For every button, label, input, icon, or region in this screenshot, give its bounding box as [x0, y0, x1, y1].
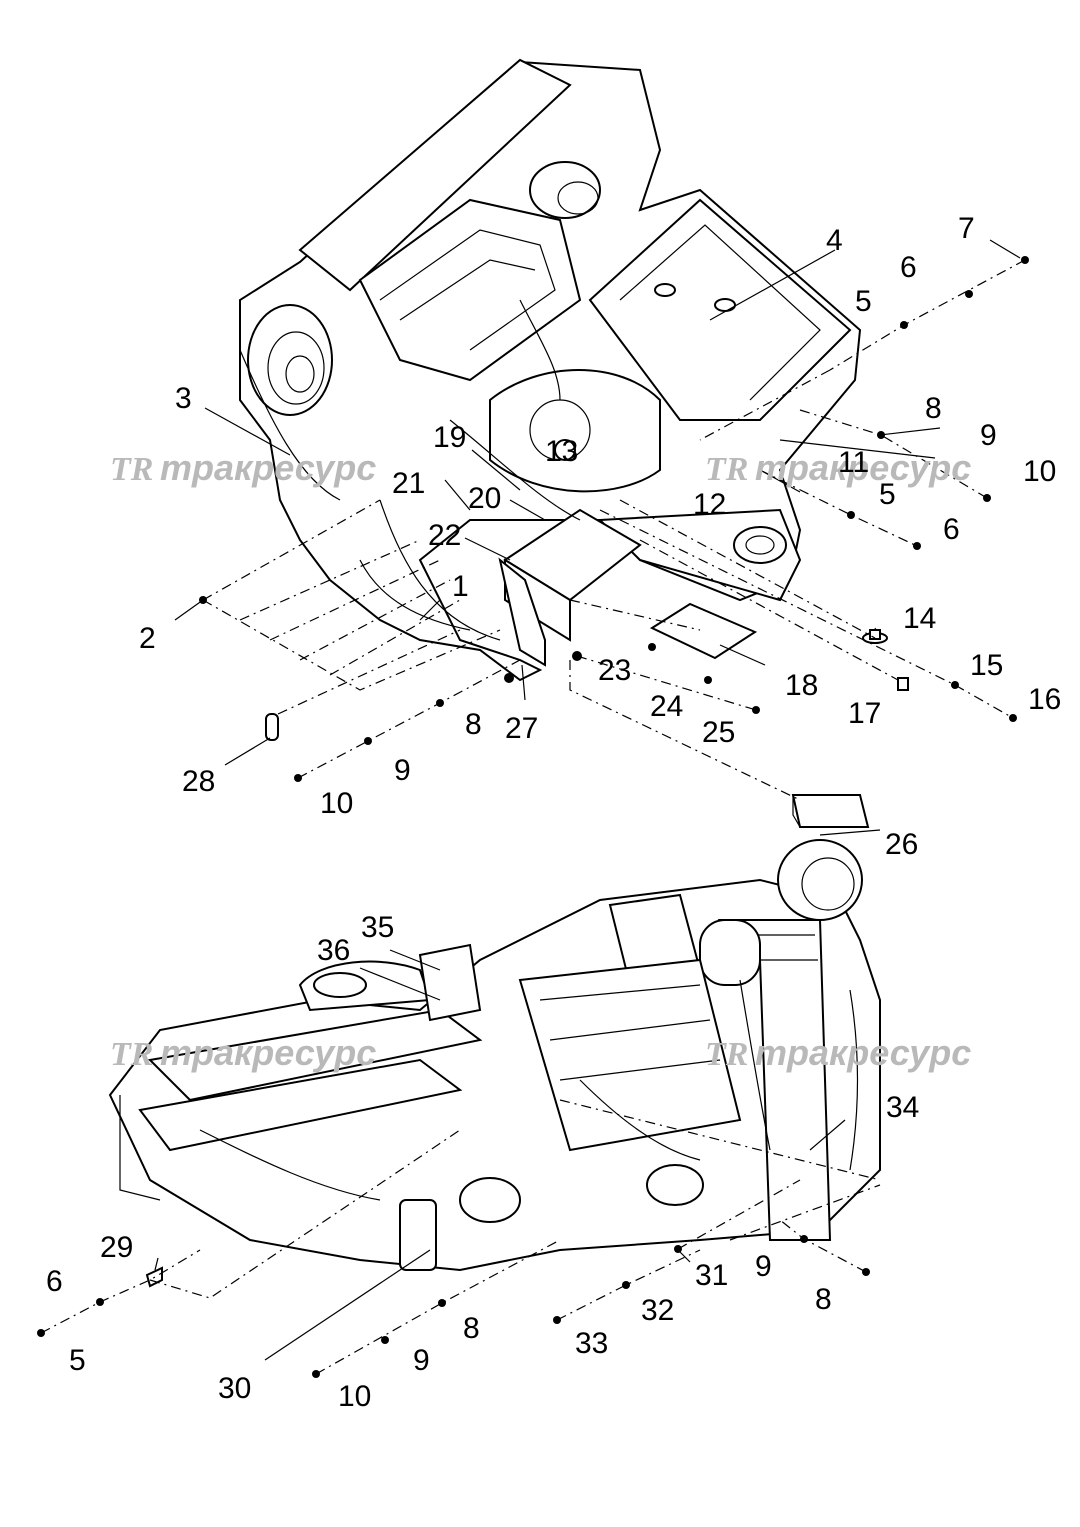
watermark-text: тракресурс — [755, 1032, 971, 1073]
callout-21: 21 — [392, 467, 425, 500]
lower-assembly-illustration — [108, 839, 881, 1272]
callout-8: 8 — [463, 1312, 480, 1345]
callout-6: 6 — [943, 513, 960, 546]
callout-36: 36 — [317, 934, 350, 967]
watermark-bottom: TR тракресурс — [110, 1032, 376, 1073]
callout-18: 18 — [785, 669, 818, 702]
watermark-text: тракресурс — [160, 447, 376, 488]
callout-28: 28 — [182, 765, 215, 798]
callout-labels: 7 6 5 4 3 8 9 10 11 5 6 12 13 19 20 21 2… — [46, 212, 1061, 1413]
callout-16: 16 — [1028, 683, 1061, 716]
watermark-logo: TR — [110, 451, 153, 488]
callout-12: 12 — [693, 488, 726, 521]
watermark-bottom-right: TR тракресурс — [705, 1032, 971, 1073]
callout-31: 31 — [695, 1259, 728, 1292]
watermark-text: тракресурс — [755, 447, 971, 488]
callout-30: 30 — [218, 1372, 251, 1405]
callout-15: 15 — [970, 649, 1003, 682]
watermark-logo: TR — [705, 1036, 748, 1073]
callout-6: 6 — [46, 1265, 63, 1298]
callout-7: 7 — [958, 212, 975, 245]
callout-1: 1 — [452, 570, 469, 603]
callout-35: 35 — [361, 911, 394, 944]
callout-20: 20 — [468, 482, 501, 515]
assembly-lines — [40, 259, 1026, 1375]
callout-23: 23 — [598, 654, 631, 687]
watermark-top-right: TR тракресурс — [705, 447, 971, 488]
callout-2: 2 — [139, 622, 156, 655]
upper-assembly-illustration — [239, 58, 862, 682]
callout-33: 33 — [575, 1327, 608, 1360]
watermark-top: TR тракресурс — [110, 447, 376, 488]
callout-4: 4 — [826, 224, 843, 257]
watermark-logo: TR — [110, 1036, 153, 1073]
watermark-text: тракресурс — [160, 1032, 376, 1073]
callout-10: 10 — [1023, 455, 1056, 488]
callout-13: 13 — [545, 435, 578, 468]
callout-22: 22 — [428, 519, 461, 552]
callout-9: 9 — [755, 1250, 772, 1283]
callout-26: 26 — [885, 828, 918, 861]
callout-10: 10 — [320, 787, 353, 820]
callout-27: 27 — [505, 712, 538, 745]
callout-29: 29 — [100, 1231, 133, 1264]
callout-5: 5 — [879, 478, 896, 511]
callout-5: 5 — [855, 285, 872, 318]
callout-32: 32 — [641, 1294, 674, 1327]
callout-8: 8 — [925, 392, 942, 425]
callout-19: 19 — [433, 421, 466, 454]
callout-10: 10 — [338, 1380, 371, 1413]
callout-9: 9 — [413, 1344, 430, 1377]
callout-9: 9 — [394, 754, 411, 787]
callout-3: 3 — [175, 382, 192, 415]
callout-17: 17 — [848, 697, 881, 730]
callout-6: 6 — [900, 251, 917, 284]
callout-34: 34 — [886, 1091, 919, 1124]
callout-24: 24 — [650, 690, 683, 723]
callout-8: 8 — [815, 1283, 832, 1316]
leader-lines — [154, 239, 1021, 1361]
callout-14: 14 — [903, 602, 936, 635]
hardware-parts — [145, 602, 909, 1288]
callout-5: 5 — [69, 1344, 86, 1377]
callout-25: 25 — [702, 716, 735, 749]
callout-11: 11 — [838, 446, 869, 479]
callout-9: 9 — [980, 419, 997, 452]
callout-8: 8 — [465, 708, 482, 741]
watermark-logo: TR — [705, 451, 748, 488]
